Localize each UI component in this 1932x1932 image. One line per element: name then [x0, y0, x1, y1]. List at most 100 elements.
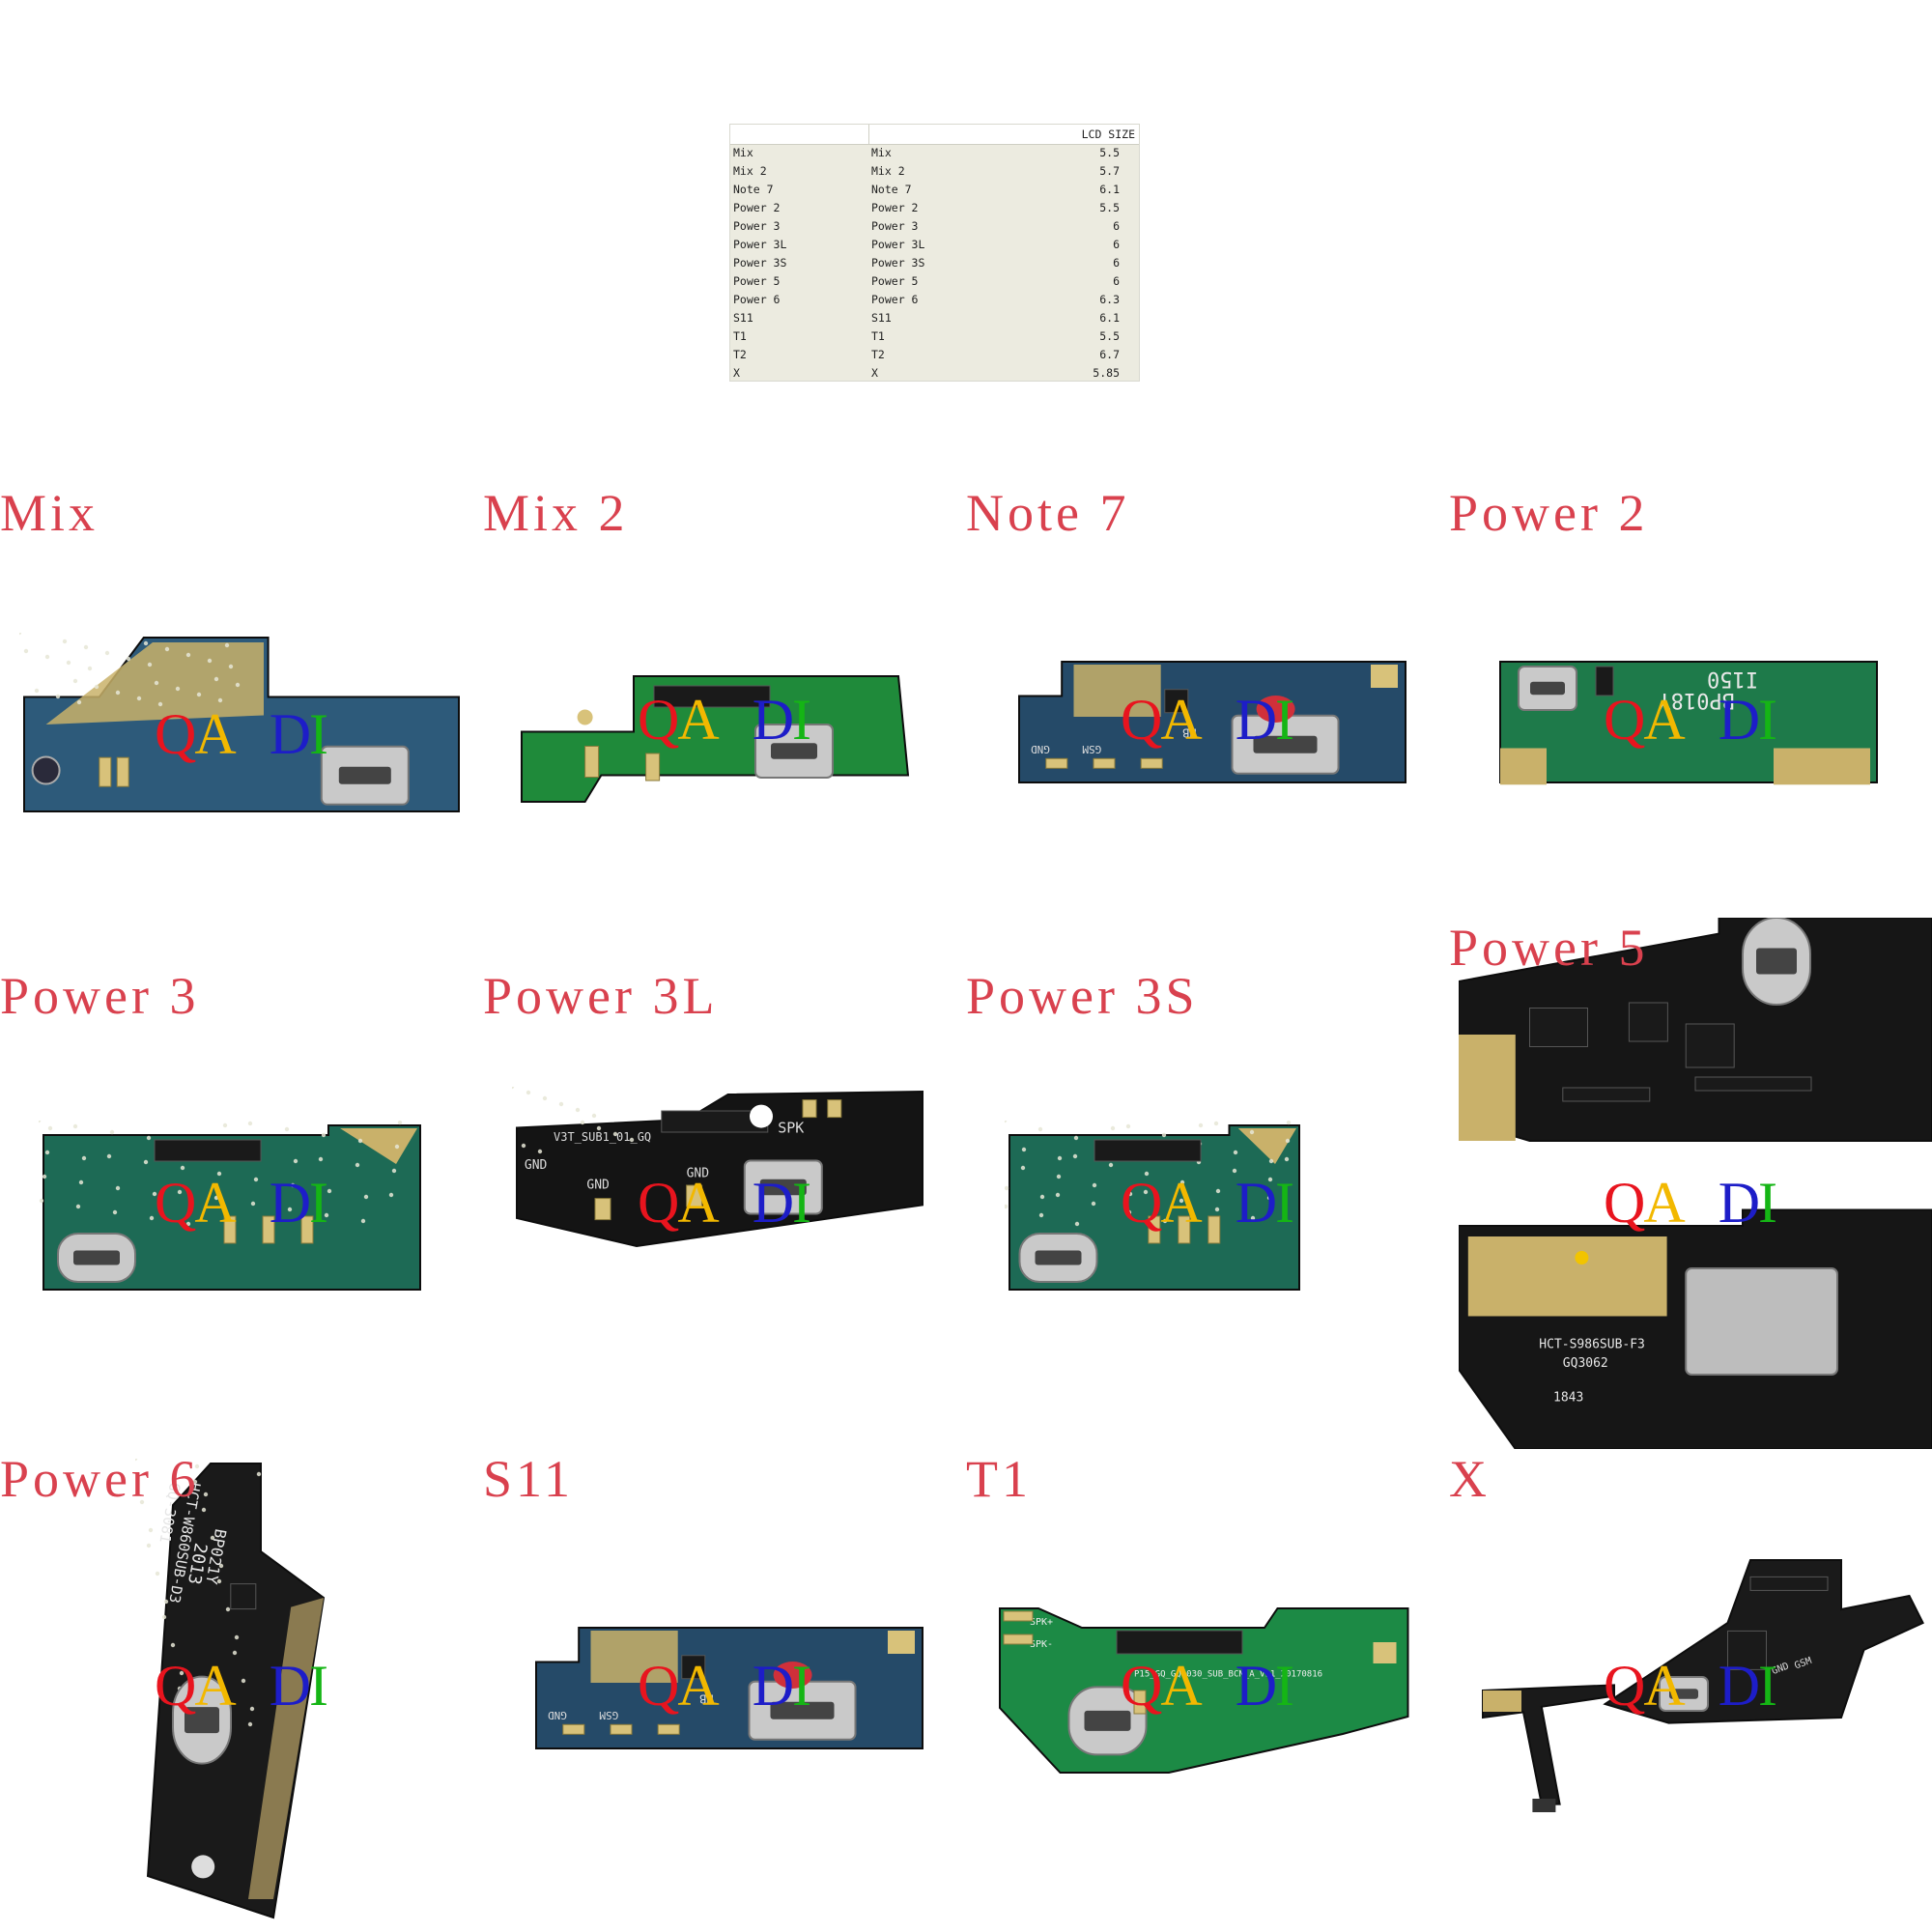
board-silkscreen-label: GSM: [599, 1709, 618, 1721]
solder-pad: [594, 1198, 611, 1221]
charging-board-image: [39, 1121, 421, 1291]
via-dot: [76, 699, 82, 705]
port-opening: [1530, 681, 1565, 696]
lcd-size-value: 6: [1113, 274, 1120, 288]
via-dot: [146, 1135, 152, 1141]
via-dot: [321, 1132, 327, 1138]
via-dot: [1213, 1121, 1219, 1126]
via-dot: [1233, 1150, 1238, 1155]
via-dot: [1074, 1221, 1080, 1227]
watermark-letter: Q: [155, 1171, 196, 1235]
gold-ground-plane: [1467, 1236, 1667, 1317]
watermark-letter: D: [269, 702, 311, 766]
watermark-letter: I: [309, 1654, 328, 1718]
lcd-size-value: 5.5: [1099, 201, 1120, 214]
via-dot: [170, 1642, 176, 1648]
via-dot: [23, 648, 29, 654]
lcd-size-value: 6: [1113, 256, 1120, 270]
via-dot: [164, 646, 170, 652]
solder-pad: [1140, 757, 1163, 769]
via-dot: [1039, 1194, 1045, 1200]
solder-pad: [645, 753, 661, 781]
lcd-size-value: 5.5: [1099, 329, 1120, 343]
via-dot: [201, 1507, 207, 1513]
via-dot: [247, 1121, 253, 1126]
via-dot: [62, 639, 68, 644]
via-dot: [39, 1121, 42, 1123]
watermark-letter: I: [792, 1654, 811, 1718]
lcd-size-value: 6.7: [1099, 348, 1120, 361]
model-name: Power 6: [733, 293, 781, 306]
model-alias: Mix: [871, 146, 892, 159]
chip: [681, 1655, 706, 1680]
via-dot: [161, 1614, 167, 1620]
model-alias: Note 7: [871, 183, 912, 196]
via-dot: [228, 664, 234, 669]
via-dot: [284, 1126, 290, 1132]
via-dot: [136, 696, 142, 701]
watermark-letter: Q: [155, 1654, 196, 1718]
via-dot: [1285, 1138, 1291, 1144]
port-opening: [1756, 948, 1797, 975]
watermark-letter: A: [194, 702, 236, 766]
via-dot: [148, 1527, 154, 1533]
solder-pad: [223, 1215, 237, 1244]
via-dot: [42, 1174, 47, 1179]
watermark-letter: I: [1758, 1654, 1777, 1718]
via-dot: [1005, 1204, 1009, 1209]
via-dot: [1110, 1125, 1116, 1131]
via-dot: [318, 1156, 324, 1162]
solder-pad: [1003, 1610, 1034, 1622]
via-dot: [241, 1678, 246, 1684]
via-dot: [217, 697, 223, 703]
lcd-size-value: 6.1: [1099, 311, 1120, 325]
via-dot: [87, 666, 93, 671]
watermark-letter: D: [752, 1171, 794, 1235]
via-dot: [203, 1492, 209, 1497]
via-dot: [94, 684, 99, 690]
via-dot: [177, 1189, 183, 1195]
fpc-connector: [1562, 1087, 1651, 1102]
port-opening: [73, 1250, 120, 1265]
via-dot: [1056, 1174, 1062, 1179]
watermark-letter: A: [194, 1654, 236, 1718]
via-dot: [19, 633, 22, 636]
solder-pad: [300, 1215, 314, 1244]
product-title: Power 3L: [483, 967, 719, 1025]
via-dot: [157, 701, 163, 707]
via-dot: [139, 1499, 145, 1505]
board-silkscreen-label: HCT-S986SUB-F3: [1539, 1338, 1645, 1352]
watermark-letter: I: [792, 1171, 811, 1235]
solder-pad: [1208, 1215, 1221, 1244]
model-name: Power 3L: [733, 238, 787, 251]
via-dot: [72, 678, 78, 684]
fpc-connector: [154, 1139, 262, 1162]
port-opening: [1035, 1250, 1082, 1265]
fpc-connector: [1749, 1576, 1829, 1591]
watermark-letter: A: [1160, 688, 1202, 752]
via-dot: [152, 1191, 157, 1197]
watermark-letter: A: [194, 1171, 236, 1235]
microphone: [1595, 666, 1614, 696]
via-dot: [591, 1113, 597, 1119]
watermark-letter: D: [1235, 1171, 1277, 1235]
via-dot: [234, 1634, 240, 1640]
antenna-pad: [577, 709, 593, 725]
board-silkscreen-label: GND: [687, 1167, 710, 1181]
via-dot: [112, 1209, 118, 1215]
gold-ground-plane: [1073, 665, 1161, 717]
via-dot: [213, 1195, 219, 1201]
watermark-letter: D: [1235, 688, 1277, 752]
via-dot: [185, 652, 191, 658]
model-name: Note 7: [733, 183, 774, 196]
